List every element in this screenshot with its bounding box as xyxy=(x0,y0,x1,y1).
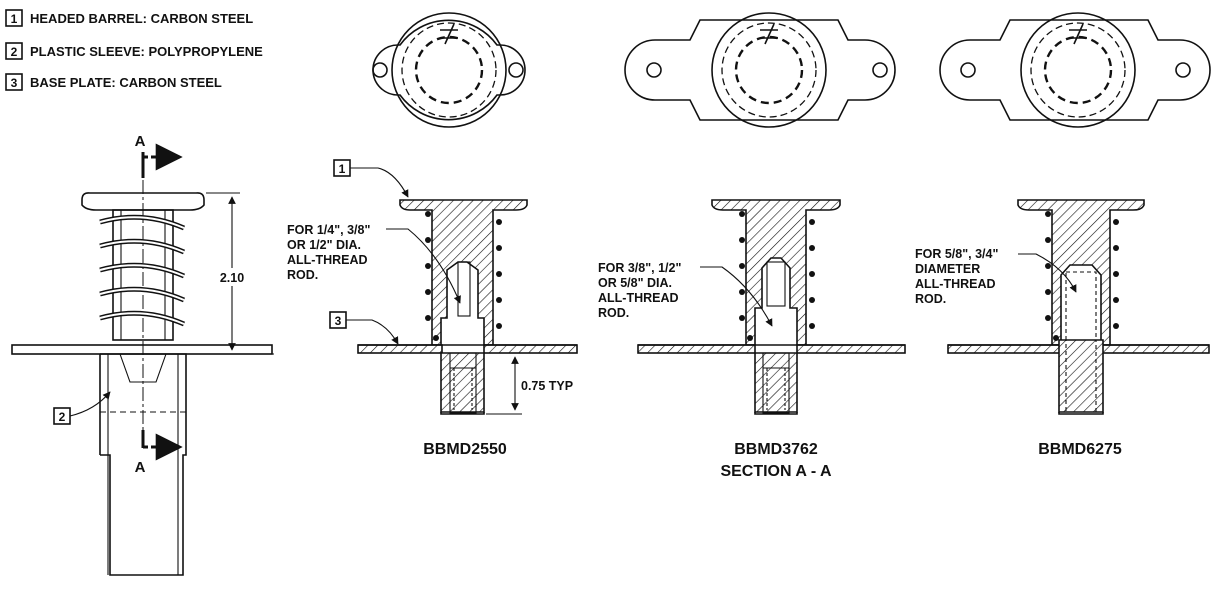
section-a-a-caption: SECTION A - A xyxy=(720,463,832,480)
side-view: A xyxy=(11,133,274,576)
barrel xyxy=(112,209,174,341)
rod-note-2-leader xyxy=(700,266,773,327)
rod-note-3-line-2: DIAMETER xyxy=(915,262,980,276)
rod-note-3-leader xyxy=(1018,253,1077,293)
section-view-bbmd6275: FOR 5/8", 3/4" DIAMETER ALL-THREAD ROD. … xyxy=(915,199,1210,458)
top-view-1 xyxy=(372,12,526,128)
model-bbmd6275: BBMD6275 xyxy=(1038,441,1122,458)
rod-note-1-leader xyxy=(386,228,461,304)
legend-box-1 xyxy=(5,9,23,27)
rod-note-2-line-3: ALL-THREAD xyxy=(598,291,679,305)
model-bbmd2550: BBMD2550 xyxy=(423,441,507,458)
rod-note-3-line-1: FOR 5/8", 3/4" xyxy=(915,247,998,261)
legend-num-3: 3 xyxy=(11,76,18,90)
legend-num-1: 1 xyxy=(11,12,18,26)
rod-note-1-line-4: ROD. xyxy=(287,268,318,282)
legend-item-2: 2 PLASTIC SLEEVE: POLYPROPYLENE xyxy=(5,42,263,60)
section-view-bbmd3762: FOR 3/8", 1/2" OR 5/8" DIA. ALL-THREAD R… xyxy=(598,199,906,480)
legend-text-1: HEADED BARREL: CARBON STEEL xyxy=(30,11,253,26)
legend-num-2: 2 xyxy=(11,45,18,59)
headed-barrel xyxy=(399,199,528,346)
rod-note-1-line-1: FOR 1/4", 3/8" xyxy=(287,223,370,237)
spring-coils-3 xyxy=(1045,211,1119,341)
legend-text-2: PLASTIC SLEEVE: POLYPROPYLENE xyxy=(30,44,263,59)
depth-dimension: 0.75 TYP xyxy=(521,379,573,393)
legend-box-3 xyxy=(5,73,23,91)
rod-note-2: FOR 3/8", 1/2" OR 5/8" DIA. ALL-THREAD R… xyxy=(598,261,681,320)
rod-note-1-line-3: ALL-THREAD xyxy=(287,253,368,267)
section-letter-top: A xyxy=(135,133,146,150)
item-2-tag: 2 xyxy=(59,410,66,424)
legend: 1 HEADED BARREL: CARBON STEEL 2 PLASTIC … xyxy=(5,9,263,91)
headed-barrel-2 xyxy=(711,199,841,346)
section-view-bbmd2550: 1 3 0.75 TYP xyxy=(287,159,578,458)
rod-note-3: FOR 5/8", 3/4" DIAMETER ALL-THREAD ROD. xyxy=(915,247,998,306)
rod-note-2-line-4: ROD. xyxy=(598,306,629,320)
rod-note-3-line-3: ALL-THREAD xyxy=(915,277,996,291)
rod-note-1: FOR 1/4", 3/8" OR 1/2" DIA. ALL-THREAD R… xyxy=(287,223,370,282)
top-view-2-mark xyxy=(760,23,778,45)
top-view-2 xyxy=(624,12,896,128)
item-1-leader xyxy=(350,167,409,198)
section-letter-bottom: A xyxy=(135,459,146,476)
item-2-leader xyxy=(69,391,111,417)
rod-note-2-line-1: FOR 3/8", 1/2" xyxy=(598,261,681,275)
top-view-1-mark xyxy=(440,23,458,45)
plastic-sleeve xyxy=(100,353,187,576)
model-bbmd3762: BBMD3762 xyxy=(734,441,818,458)
legend-item-1: 1 HEADED BARREL: CARBON STEEL xyxy=(5,9,253,27)
rod-note-2-line-2: OR 5/8" DIA. xyxy=(598,276,672,290)
spring-coils-2 xyxy=(739,211,815,341)
top-view-3-mark xyxy=(1069,23,1087,45)
height-dimension: 2.10 xyxy=(220,271,244,285)
item-3-leader xyxy=(346,319,399,345)
legend-text-3: BASE PLATE: CARBON STEEL xyxy=(30,75,222,90)
rod-note-3-line-4: ROD. xyxy=(915,292,946,306)
rod-note-1-line-2: OR 1/2" DIA. xyxy=(287,238,361,252)
headed-barrel-3 xyxy=(1017,199,1145,346)
top-view-3 xyxy=(939,12,1211,128)
item-3-tag: 3 xyxy=(335,314,342,328)
legend-box-2 xyxy=(5,42,23,60)
base-plate xyxy=(11,344,273,355)
head-cap xyxy=(81,192,205,211)
item-1-tag: 1 xyxy=(339,162,346,176)
spring-coils xyxy=(425,211,502,341)
legend-item-3: 3 BASE PLATE: CARBON STEEL xyxy=(5,73,222,91)
